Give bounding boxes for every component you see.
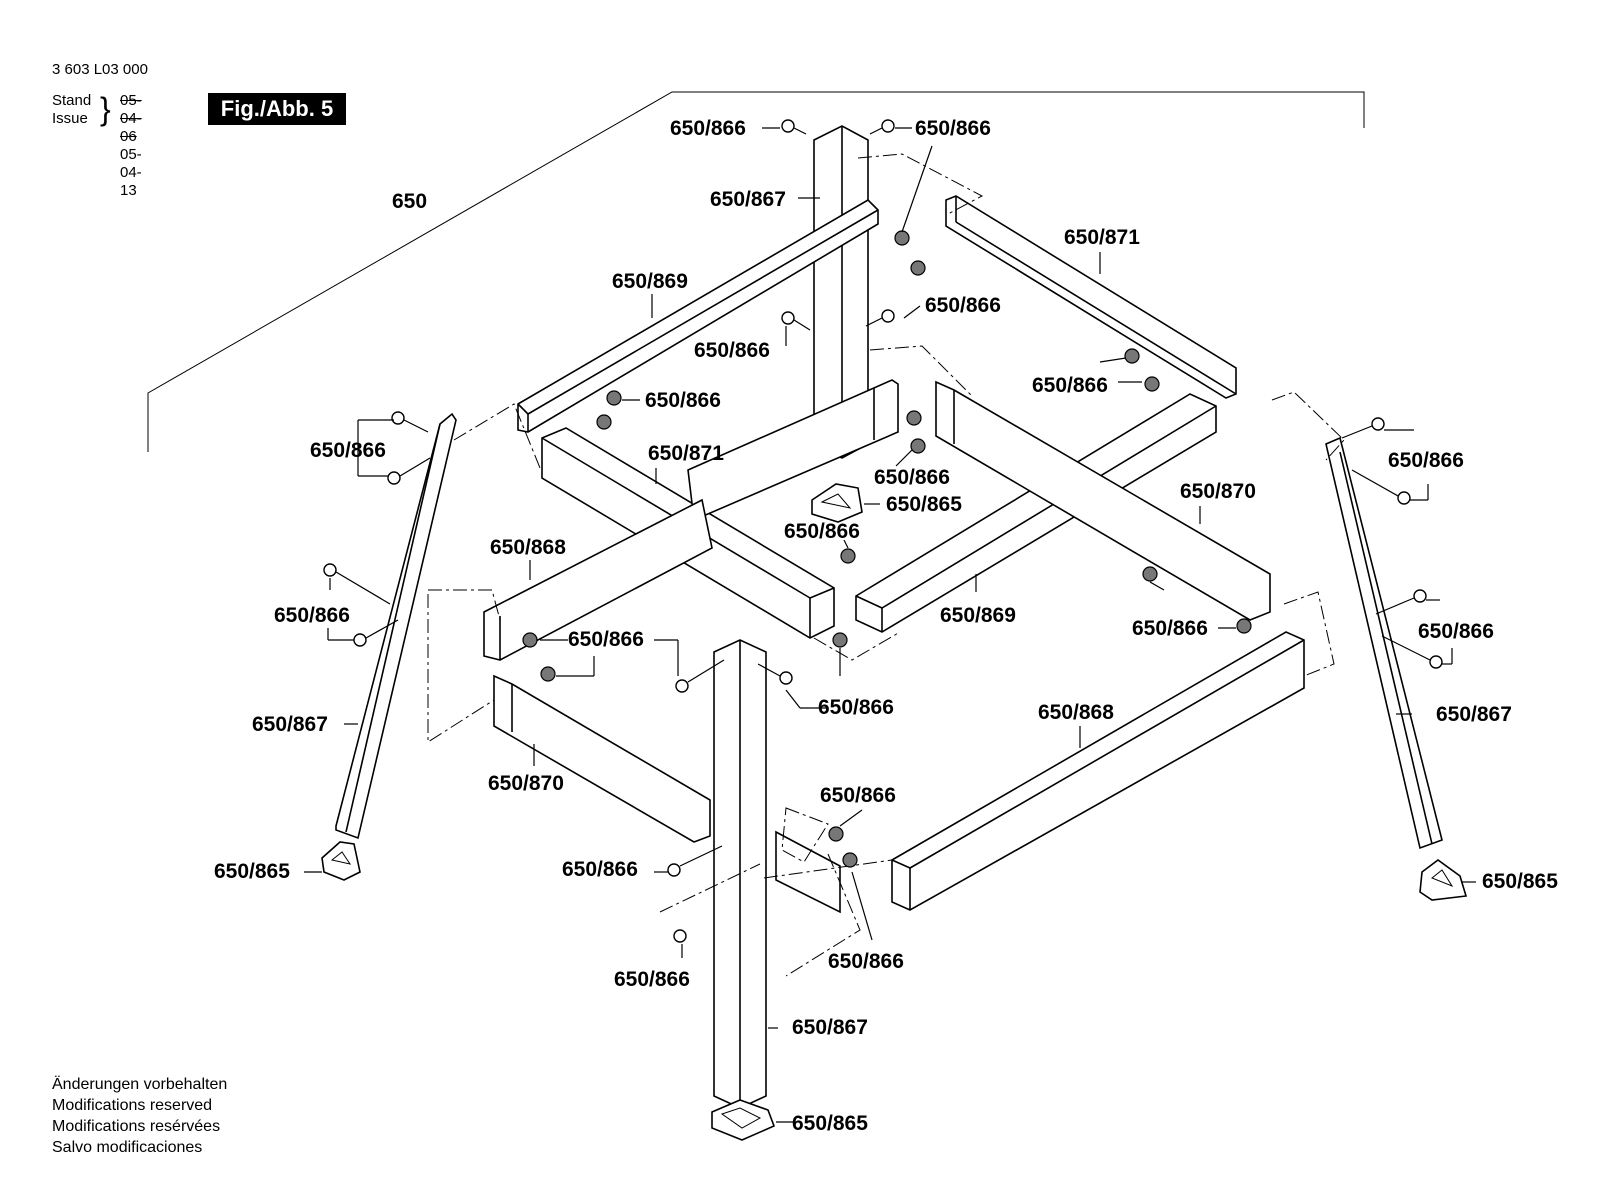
- label-bolt-front-leg-low: 650/866: [614, 968, 690, 991]
- label-bolt-mid-center: 650/866: [784, 520, 860, 543]
- label-leg-front: 650/867: [792, 1016, 868, 1039]
- rail-back-left: [517, 198, 879, 433]
- rail-bottom-right: [891, 631, 1305, 911]
- note-line: Änderungen vorbehalten: [52, 1076, 228, 1093]
- label-rail-back-right: 650/871: [1064, 226, 1140, 249]
- label-foot-right: 650/865: [1482, 870, 1558, 893]
- label-bolt-back-left: 650/866: [694, 339, 770, 362]
- label-bolt-left-leg-mid: 650/866: [274, 604, 350, 627]
- issue-date: 05-04-13: [120, 146, 142, 199]
- foot-right: [1419, 859, 1468, 901]
- foot-left: [321, 841, 361, 881]
- label-bolt-left-leg-top: 650/866: [310, 439, 386, 462]
- label-rail-inner-right: 650/870: [1180, 480, 1256, 503]
- label-rail-front-right-upper: 650/869: [940, 604, 1016, 627]
- footer-notes: Änderungen vorbehalten Modifications res…: [52, 1074, 227, 1158]
- label-bolt-bracket-top: 650/866: [820, 784, 896, 807]
- revision-dates: 05-04-06 05-04-13: [120, 92, 142, 200]
- label-leg-right: 650/867: [1436, 703, 1512, 726]
- label-bolt-front-left: 650/866: [568, 628, 644, 651]
- label-bolt-center: 650/866: [874, 466, 950, 489]
- label-bolt-top-right: 650/866: [915, 117, 991, 140]
- stand-label: Stand: [52, 92, 92, 109]
- label-rail-lower-left: 650/868: [490, 536, 566, 559]
- note-line: Modifications resérvées: [52, 1118, 221, 1135]
- label-bolt-inner-right: 650/866: [1132, 617, 1208, 640]
- label-bolt-bracket-bottom: 650/866: [828, 950, 904, 973]
- label-rail-bottom-left: 650/870: [488, 772, 564, 795]
- foot-back: [811, 483, 863, 523]
- label-leg-back: 650/867: [710, 188, 786, 211]
- rail-inner-right: [935, 380, 1271, 621]
- foot-front: [711, 1099, 776, 1141]
- revision-block: Stand Issue } 05-04-06 05-04-13: [52, 92, 142, 199]
- label-bolt-front-leg-mid: 650/866: [562, 858, 638, 881]
- rail-back-right: [945, 195, 1237, 399]
- note-line: Modifications reserved: [52, 1097, 213, 1114]
- label-rail-bottom-right: 650/868: [1038, 701, 1114, 724]
- label-assembly: 650: [392, 190, 427, 213]
- rail-bottom-left: [493, 674, 711, 843]
- label-rail-back-left: 650/869: [612, 270, 688, 293]
- guide-lines: [427, 153, 1345, 977]
- label-bolt-right-rail: 650/866: [1032, 374, 1108, 397]
- leg-right: [1325, 436, 1443, 850]
- label-bolt-top-left: 650/866: [670, 117, 746, 140]
- label-bolt-right-leg-top: 650/866: [1388, 449, 1464, 472]
- issue-label: Issue: [52, 110, 88, 127]
- label-bolt-back-right: 650/866: [925, 294, 1001, 317]
- label-bolt-left-rail: 650/866: [645, 389, 721, 412]
- label-foot-left: 650/865: [214, 860, 290, 883]
- callout-labels: 650 650/866 650/866 650/867 650/871 650/…: [214, 117, 1558, 1135]
- figure-badge: Fig./Abb. 5: [208, 93, 346, 125]
- assembly-bracket: [147, 91, 1365, 452]
- rail-front-right-upper: [855, 393, 1217, 633]
- leg-left: [335, 412, 457, 840]
- label-bolt-front-leg-top: 650/866: [818, 696, 894, 719]
- label-bolt-right-leg-mid: 650/866: [1418, 620, 1494, 643]
- rail-lower-left: [483, 498, 713, 661]
- label-rail-front-left-upper: 650/871: [648, 442, 724, 465]
- stand-date: 05-04-06: [120, 92, 142, 145]
- nut-set: [522, 230, 1252, 868]
- label-leg-left: 650/867: [252, 713, 328, 736]
- bolt-set: [323, 119, 1443, 943]
- label-foot-back: 650/865: [886, 493, 962, 516]
- brace-glyph: }: [100, 91, 111, 127]
- note-line: Salvo modificaciones: [52, 1139, 203, 1156]
- label-foot-front: 650/865: [792, 1112, 868, 1135]
- part-number: 3 603 L03 000: [52, 61, 148, 78]
- leader-lines: [304, 127, 1476, 1123]
